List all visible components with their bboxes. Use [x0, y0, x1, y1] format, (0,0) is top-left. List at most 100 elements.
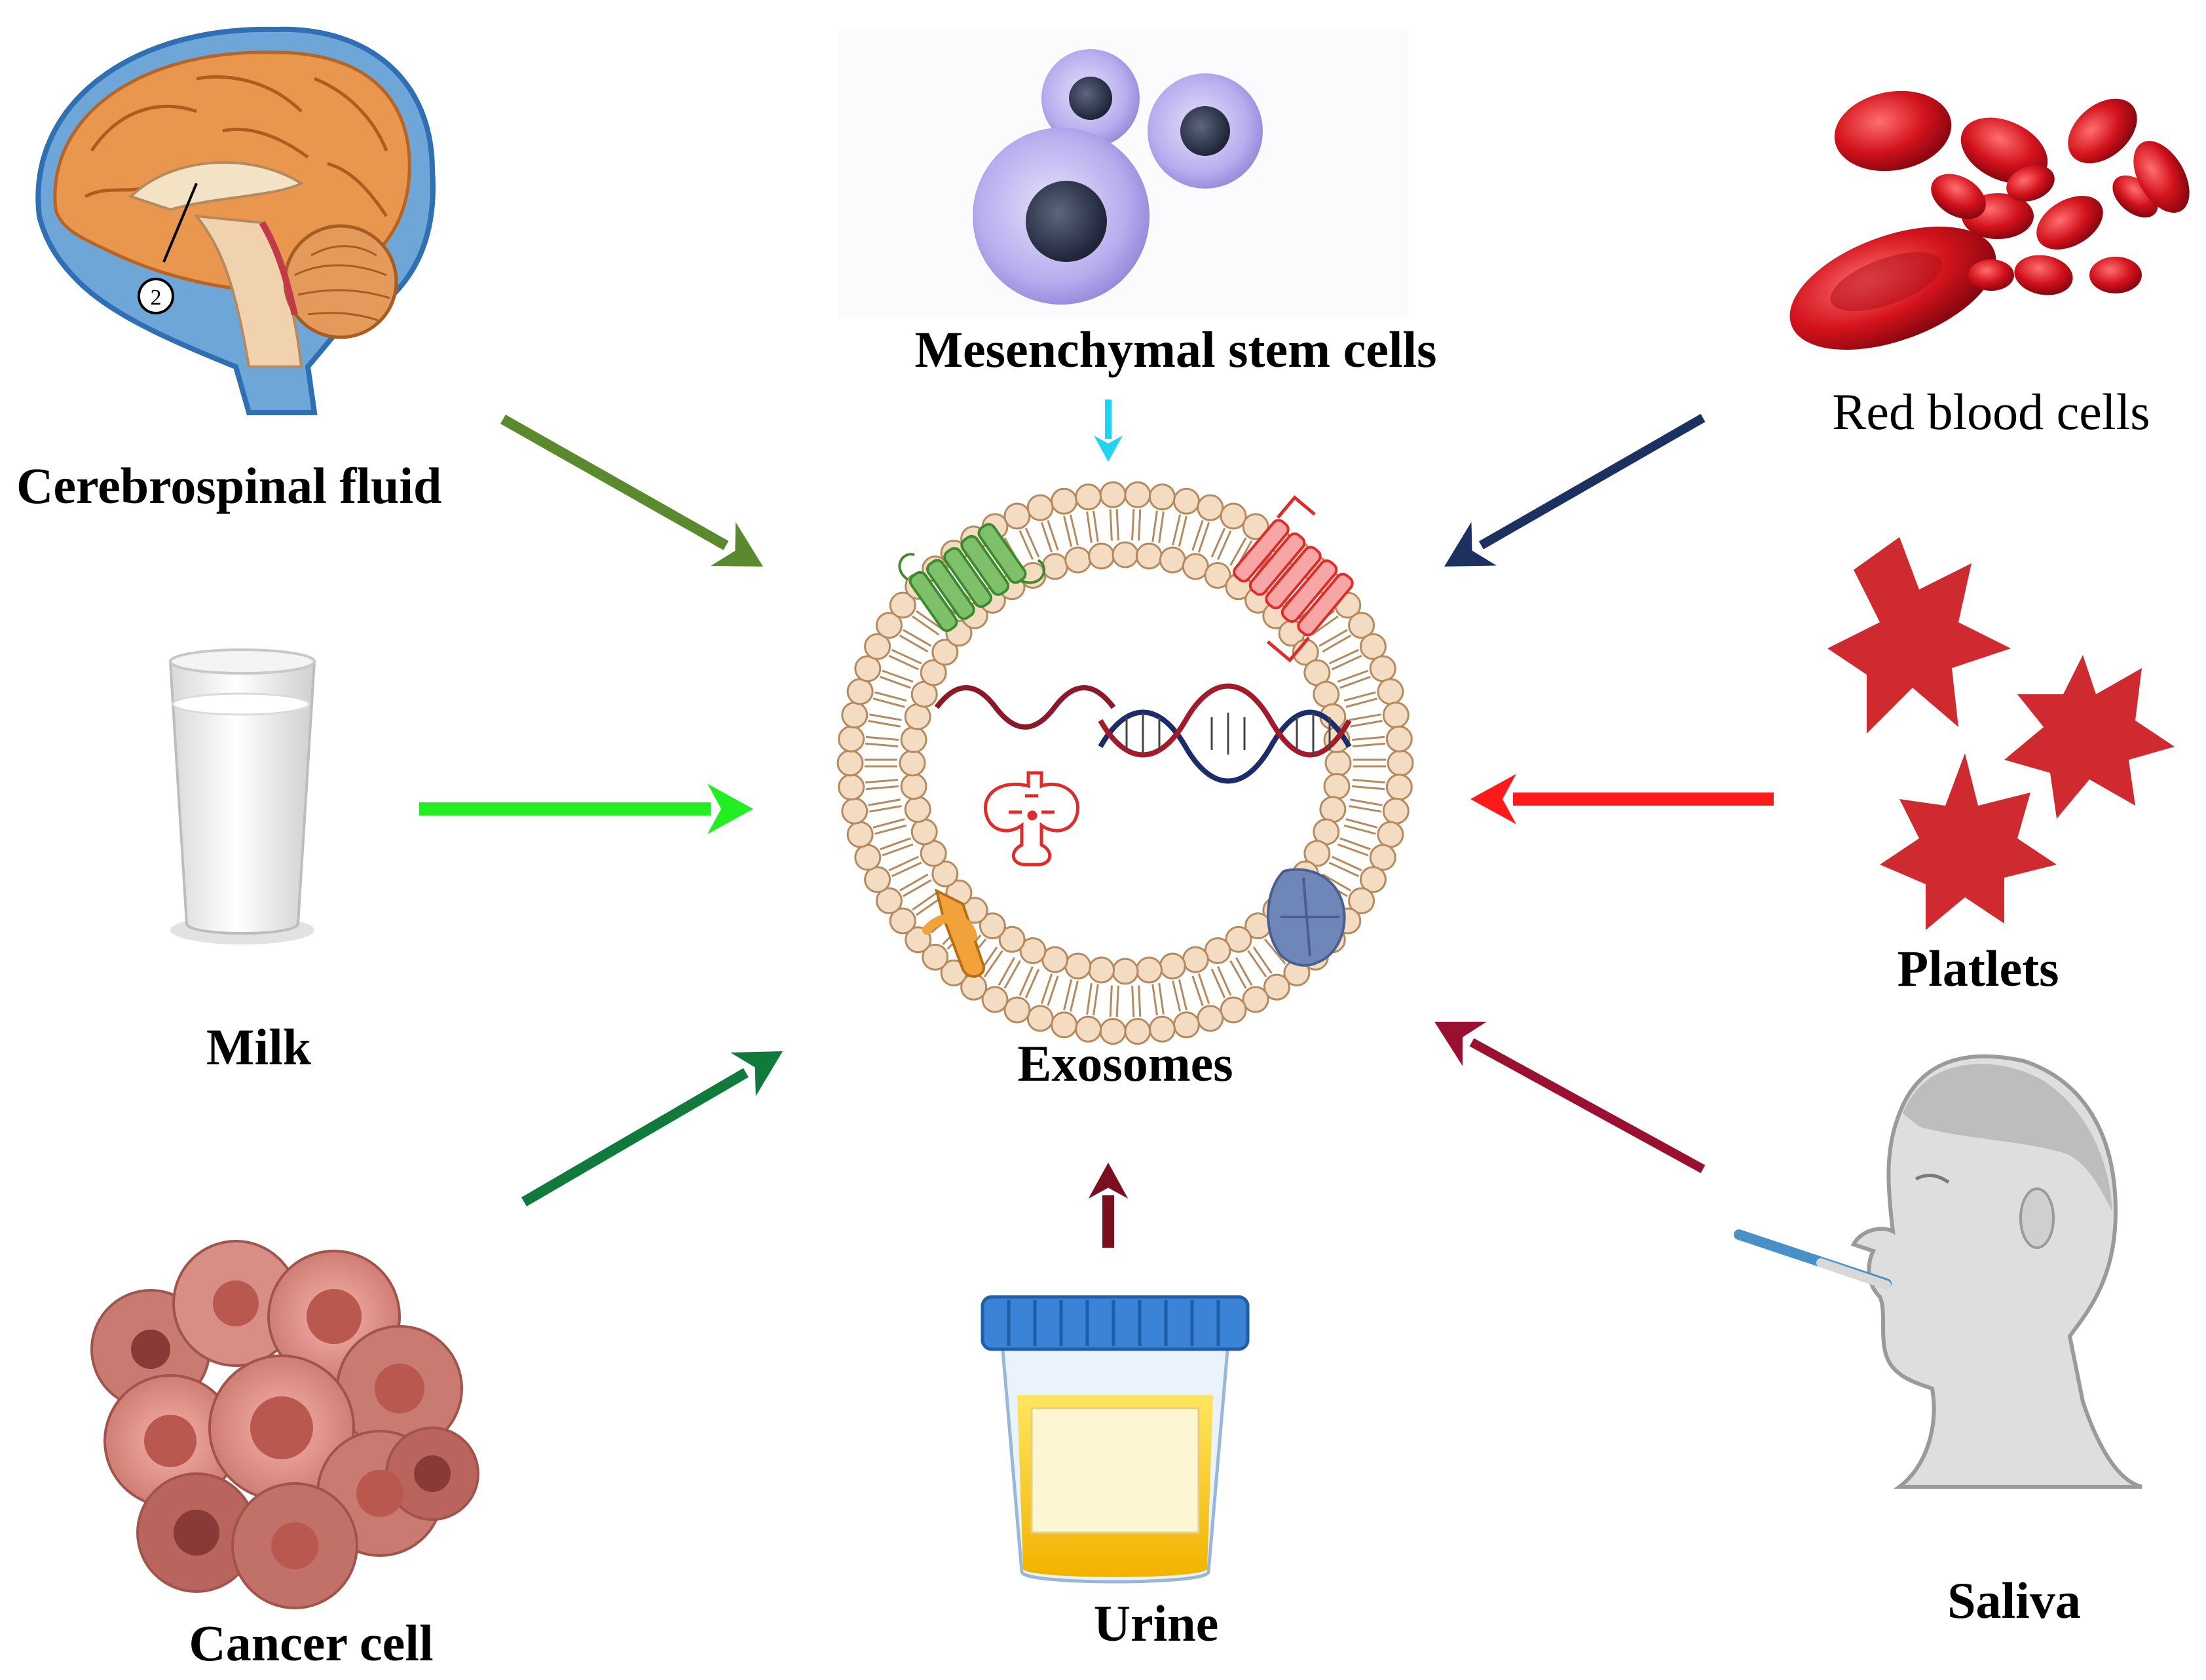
lipid-head — [931, 860, 959, 887]
lipid-head — [1324, 749, 1352, 777]
lipid-tail — [1322, 634, 1351, 653]
lipid-tail — [1332, 654, 1362, 671]
trna-icon — [983, 771, 1079, 867]
lipid-head — [1088, 542, 1115, 570]
lipid-head — [1348, 887, 1375, 914]
lipid-head — [854, 844, 882, 871]
lipid-tail — [1158, 983, 1165, 1015]
lipid-head — [1359, 633, 1387, 660]
lipid-head — [1135, 542, 1163, 570]
lipid-tail — [868, 798, 901, 806]
lipid-head — [838, 774, 865, 801]
lipid-head — [904, 796, 931, 823]
membrane-protein-blue — [1267, 868, 1346, 967]
rna-strand-icon — [934, 685, 1116, 730]
arrow-milk — [419, 783, 753, 834]
lipid-head — [900, 726, 927, 753]
lipid-head — [1313, 681, 1340, 708]
lipid-tail — [903, 629, 932, 647]
lipid-tail — [1328, 861, 1360, 878]
lipid-tail — [874, 691, 907, 702]
arrow-shaft — [521, 1068, 749, 1206]
lipid-tail — [1093, 510, 1099, 542]
lipid-head — [1263, 973, 1290, 1001]
lipid-tail — [1040, 973, 1053, 1004]
lipid-tail — [1350, 720, 1383, 728]
lipid-tail — [1093, 984, 1099, 1016]
milk-glass-icon — [168, 648, 316, 944]
lipid-tail — [1115, 985, 1119, 1017]
lipid-tail — [1339, 675, 1371, 689]
label-urine: Urine — [1094, 1595, 1219, 1652]
lipid-head — [1220, 502, 1247, 530]
label-cancer-cell: Cancer cell — [189, 1615, 433, 1671]
lipid-tail — [1138, 985, 1142, 1017]
lipid-tail — [1328, 648, 1360, 665]
lipid-head — [1112, 541, 1139, 569]
lipid-tail — [1210, 968, 1226, 999]
label-cerebrospinal-fluid: Cerebrospinal fluid — [16, 457, 441, 514]
lipid-head — [841, 797, 869, 825]
red-blood-cells-icon — [1789, 90, 2190, 350]
lipid-tail — [1086, 511, 1093, 543]
arrow-head — [1434, 1021, 1487, 1066]
lipid-head — [841, 701, 869, 729]
lipid-head — [1385, 725, 1413, 753]
lipid-head — [1197, 1005, 1224, 1032]
lipid-head — [1041, 553, 1069, 580]
lipid-head — [1382, 797, 1410, 825]
lipid-tail — [880, 675, 911, 689]
brain-icon: 2 — [35, 26, 436, 415]
label-mesenchymal-stem-cells: Mesenchymal stem cells — [914, 321, 1436, 378]
lipid-tail — [1352, 785, 1385, 791]
lipid-tail — [869, 713, 902, 721]
lipid-head — [1026, 494, 1054, 521]
lipid-tail — [912, 615, 940, 636]
lipid-tail — [1337, 669, 1369, 683]
lipid-head — [889, 907, 916, 935]
lipid-tail — [872, 818, 905, 829]
lipid-tail — [903, 879, 932, 897]
lipid-head — [900, 773, 927, 800]
lipid-head — [1051, 487, 1078, 515]
lipid-tail — [1003, 960, 1021, 989]
saliva-collection-icon — [1734, 1054, 2142, 1489]
label-platlets: Platlets — [1898, 940, 2059, 997]
stem-cells-icon — [838, 29, 1408, 318]
platelets-icon — [1827, 537, 2175, 930]
lipid-head — [1135, 956, 1163, 984]
lipid-tail — [916, 610, 944, 631]
lipid-tail — [1343, 691, 1376, 702]
lipid-head — [1323, 773, 1351, 800]
lipid-head — [1003, 502, 1031, 530]
lipid-head — [1369, 844, 1396, 871]
cancer-cells-icon — [90, 1240, 479, 1609]
lipid-tail — [1040, 522, 1053, 553]
lipid-head — [1242, 986, 1269, 1013]
lipid-head — [846, 821, 874, 848]
lipid-tail — [1069, 980, 1079, 1012]
arrow-head — [1444, 521, 1497, 567]
lipid-head — [899, 749, 926, 777]
lipid-head — [1303, 840, 1331, 867]
urine-cup-icon — [981, 1295, 1250, 1584]
lipid-tail — [888, 855, 919, 872]
lipid-tail — [1217, 530, 1232, 560]
arrow-head — [1094, 436, 1123, 462]
lipid-tail — [1318, 629, 1348, 647]
lipid-tail — [1047, 519, 1059, 551]
lipid-head — [910, 818, 938, 846]
lipid-tail — [1339, 837, 1371, 851]
lipid-tail — [1229, 537, 1247, 566]
lipid-tail — [1024, 968, 1040, 999]
lipid-tail — [1345, 698, 1378, 708]
lipid-tail — [1332, 855, 1362, 872]
lipid-tail — [880, 837, 911, 851]
lipid-head — [1359, 866, 1387, 893]
lipid-head — [1369, 655, 1396, 682]
arrow-platelets — [1470, 774, 1774, 825]
lipid-tail — [882, 843, 914, 857]
arrow-shaft — [1478, 413, 1706, 550]
arrow-shaft — [1469, 1038, 1706, 1174]
